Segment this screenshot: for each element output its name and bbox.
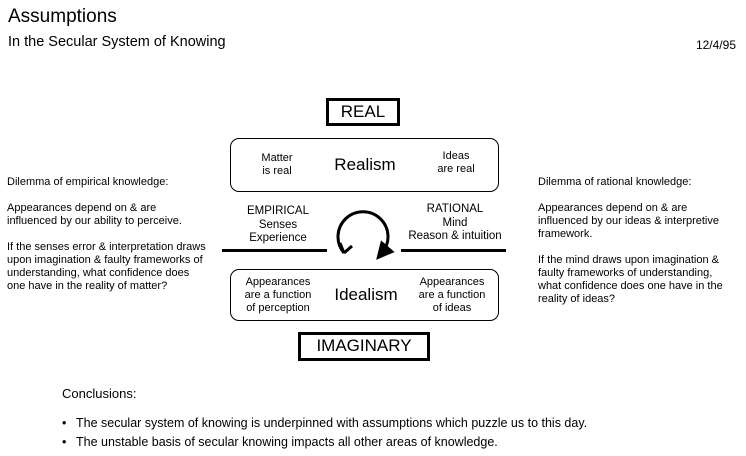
conclusion-item: The secular system of knowing is underpi… [62,416,587,431]
empirical-divider-line [222,249,327,252]
rational-dilemma-p2: If the mind draws upon imagination & fau… [538,254,723,305]
rational-dilemma-p1: Appearances depend on & are influenced b… [538,202,719,240]
date-label: 12/4/95 [695,38,736,52]
ideas-are-real-text: Ideas are real [437,150,475,175]
realism-label: Realism [334,155,396,174]
realism-box: Matter is real Realism Ideas are real [230,138,499,192]
appearances-perception-text: Appearances are a function of perception [244,276,312,314]
page-subtitle: In the Secular System of Knowing [8,34,226,50]
rational-dilemma-heading: Dilemma of rational knowledge: [538,176,692,188]
real-box: REAL [326,98,400,126]
appearances-ideas-text: Appearances are a function of ideas [418,276,486,314]
real-label: REAL [340,102,386,121]
imaginary-box: IMAGINARY [298,332,430,361]
empirical-dilemma-p1: Appearances depend on & are influenced b… [7,202,182,227]
empirical-text: EMPIRICAL Senses Experience [247,205,309,244]
matter-is-real-text: Matter is real [261,152,293,177]
empirical-dilemma-p2: If the senses error & interpretation dra… [7,241,206,292]
rational-text: RATIONAL Mind Reason & intuition [408,203,502,242]
idealism-box: Appearances are a function of perception… [230,269,499,321]
conclusions-list: The secular system of knowing is underpi… [62,416,587,454]
conclusions-title: Conclusions: [62,386,137,401]
idealism-label: Idealism [334,285,398,304]
page-title: Assumptions [8,6,117,27]
rational-dilemma-panel: Dilemma of rational knowledge: Appearanc… [538,176,738,319]
empirical-dilemma-panel: Dilemma of empirical knowledge: Appearan… [7,176,207,306]
imaginary-label: IMAGINARY [316,336,412,355]
rational-divider-line [401,249,506,252]
cycle-arrows-icon [336,210,395,260]
conclusion-item: The unstable basis of secular knowing im… [62,435,587,450]
empirical-dilemma-heading: Dilemma of empirical knowledge: [7,176,169,188]
